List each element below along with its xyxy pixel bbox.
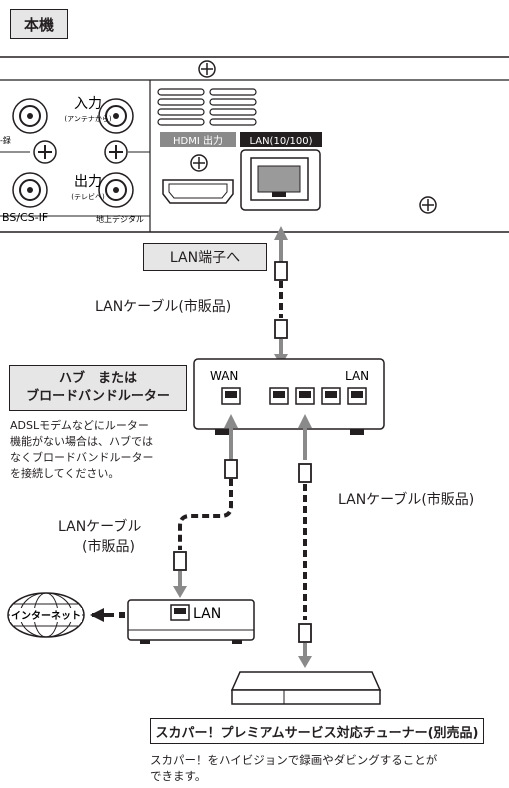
lan-cable-hub-modem bbox=[173, 414, 238, 598]
port-icon bbox=[170, 604, 190, 621]
output-label: 出力 bbox=[74, 174, 102, 190]
tuner-note-line: できます。 bbox=[150, 769, 207, 783]
bs-cs-label: BS/CS-IF bbox=[2, 211, 48, 224]
side-label: -録 bbox=[0, 135, 11, 145]
hdmi-label: HDMI 出力 bbox=[173, 134, 223, 147]
port-icon bbox=[347, 387, 367, 405]
port-icon bbox=[295, 387, 315, 405]
coax-connector-icon bbox=[12, 98, 48, 134]
hub-note-line: なくブロードバンドルーター bbox=[10, 451, 154, 464]
cable-label-right: LANケーブル(市販品) bbox=[338, 492, 475, 508]
hub-wan-label: WAN bbox=[210, 369, 238, 383]
hub-label: ハブ または ブロードバンドルーター bbox=[9, 365, 187, 411]
hub-note-line: ADSLモデムなどにルーター bbox=[10, 419, 149, 432]
lan-port-icon bbox=[240, 149, 321, 211]
globe-icon: インターネット bbox=[7, 592, 85, 638]
hdmi-port-icon bbox=[162, 179, 234, 204]
lan-label: LAN(10/100) bbox=[249, 136, 312, 147]
internet-link bbox=[90, 608, 125, 622]
screw-icon bbox=[198, 60, 216, 78]
tuner-note-line: スカパー！をハイビジョンで録画やダビングすることが bbox=[150, 753, 438, 767]
modem: LAN bbox=[127, 599, 255, 644]
tuner-note: スカパー！をハイビジョンで録画やダビングすることが できます。 bbox=[150, 752, 437, 784]
port-icon bbox=[269, 387, 289, 405]
hub-label-line2: ブロードバンドルーター bbox=[26, 389, 170, 404]
screw-icon bbox=[190, 154, 208, 172]
terrestrial-label: 地上デジタル bbox=[96, 214, 144, 224]
output-sub-label: (テレビへ) bbox=[71, 192, 105, 201]
lan-cable-hub-tuner bbox=[298, 414, 312, 668]
input-sub-label: (アンテナから) bbox=[64, 115, 111, 123]
cable-label-left-line1: LANケーブル bbox=[58, 519, 142, 535]
hub-router: WAN LAN bbox=[193, 358, 385, 435]
lan-port-callout: LAN端子へ bbox=[143, 243, 267, 271]
hub-note: ADSLモデムなどにルーター 機能がない場合は、ハブでは なくブロードバンドルー… bbox=[10, 418, 154, 482]
internet-label: インターネット bbox=[11, 610, 81, 622]
cable-label-top: LANケーブル(市販品) bbox=[95, 299, 232, 315]
hub-note-line: を接続してください。 bbox=[10, 467, 120, 480]
tuner-label: スカパー！プレミアムサービス対応チューナー(別売品) bbox=[150, 718, 484, 744]
coax-connector-icon bbox=[98, 98, 134, 134]
device-back-panel: HDMI 出力 LAN(10/100) bbox=[0, 56, 509, 233]
coax-connector-icon bbox=[12, 172, 48, 208]
page-title: 本機 bbox=[10, 9, 68, 39]
port-icon bbox=[321, 387, 341, 405]
port-icon bbox=[221, 387, 241, 405]
vent-slots bbox=[157, 88, 257, 126]
lan-cable-device-hub bbox=[274, 226, 288, 366]
hub-note-line: 機能がない場合は、ハブでは bbox=[10, 435, 153, 448]
modem-lan-label: LAN bbox=[193, 606, 221, 622]
tuner-device bbox=[230, 671, 382, 705]
hub-lan-label: LAN bbox=[345, 369, 369, 383]
screw-icon bbox=[419, 196, 437, 214]
input-label: 入力 bbox=[74, 96, 102, 112]
screw-icon bbox=[104, 140, 128, 164]
coax-connector-icon bbox=[98, 172, 134, 208]
screw-icon bbox=[33, 140, 57, 164]
hub-label-line1: ハブ または bbox=[58, 371, 137, 386]
cable-label-left-line2: (市販品) bbox=[82, 539, 135, 555]
